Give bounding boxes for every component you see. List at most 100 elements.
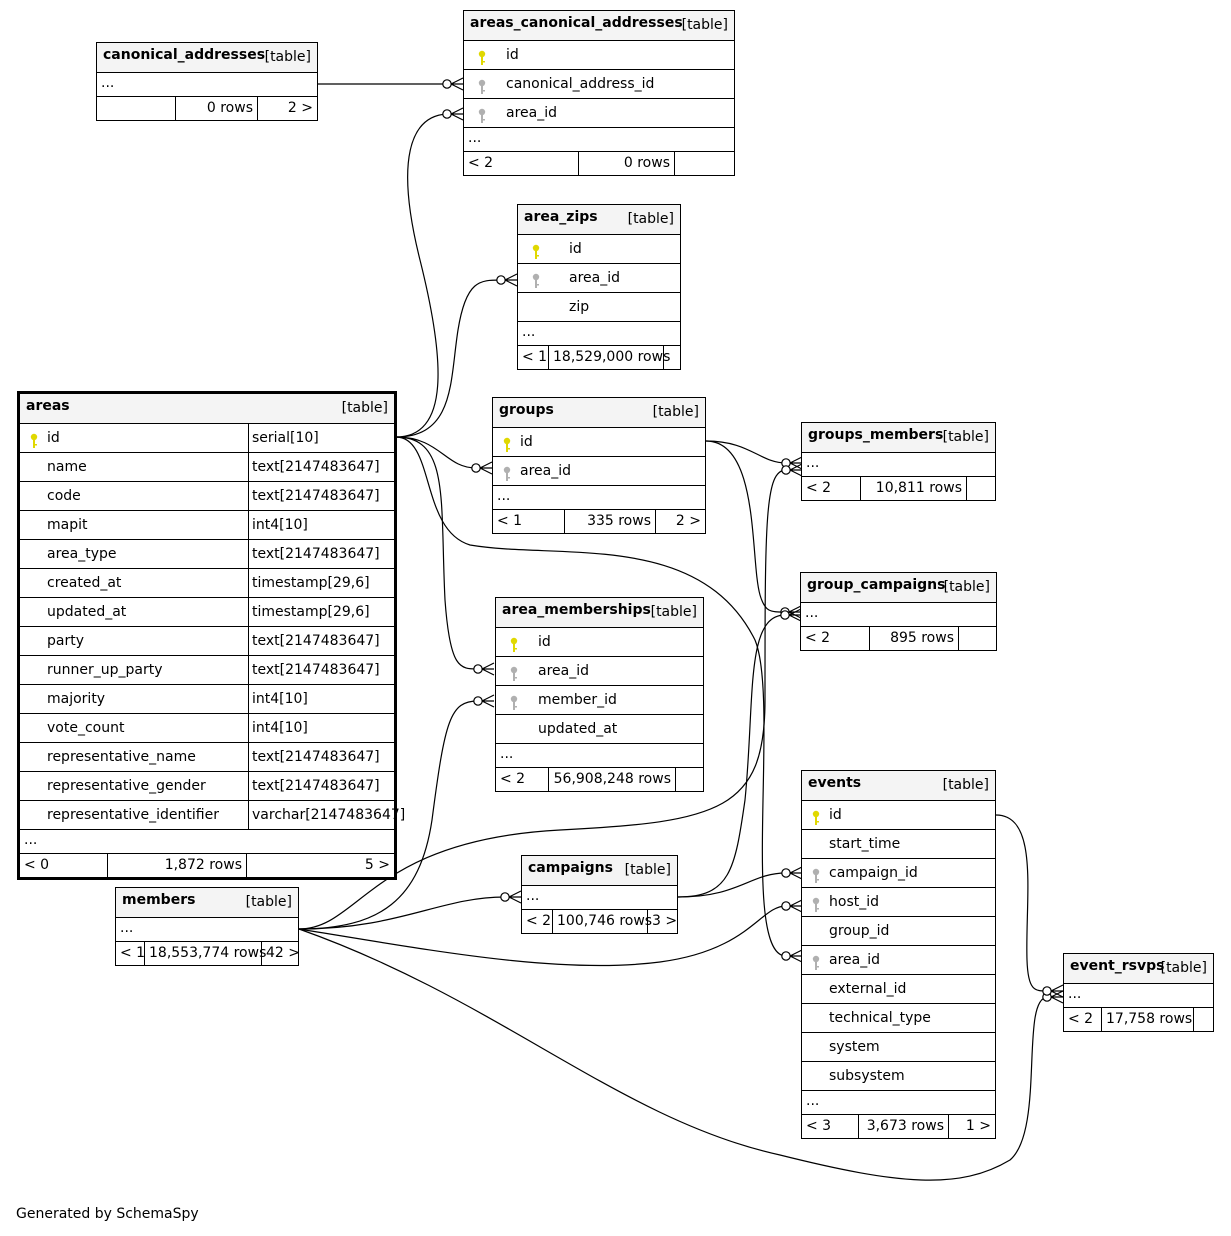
- more-columns[interactable]: ...: [116, 917, 298, 941]
- column-row[interactable]: id: [493, 427, 705, 456]
- column-row[interactable]: member_id: [496, 685, 703, 714]
- children-link[interactable]: 5 >: [364, 857, 390, 873]
- table-name[interactable]: areas_canonical_addresses: [470, 15, 683, 31]
- table-name[interactable]: events: [808, 775, 862, 791]
- parents-link[interactable]: < 2: [526, 913, 552, 929]
- more-columns[interactable]: ...: [464, 127, 734, 151]
- children-link[interactable]: 42 >: [266, 945, 300, 961]
- column-row[interactable]: zip: [518, 292, 680, 321]
- table-name[interactable]: members: [122, 892, 196, 908]
- parents-link[interactable]: < 2: [468, 155, 494, 171]
- table-name[interactable]: event_rsvps: [1070, 958, 1165, 974]
- column-row[interactable]: id: [802, 800, 995, 829]
- column-row[interactable]: technical_type: [802, 1003, 995, 1032]
- column-row[interactable]: host_id: [802, 887, 995, 916]
- table-header[interactable]: group_campaigns[table]: [801, 573, 996, 602]
- children-link[interactable]: [1194, 1008, 1213, 1031]
- parents-link[interactable]: < 2: [805, 630, 831, 646]
- children-link[interactable]: 2 >: [675, 513, 701, 529]
- table-header[interactable]: groups[table]: [493, 398, 705, 427]
- parents-link[interactable]: < 1: [522, 349, 548, 365]
- table-header[interactable]: event_rsvps[table]: [1064, 954, 1213, 983]
- column-row[interactable]: id: [464, 40, 734, 69]
- column-row[interactable]: group_id: [802, 916, 995, 945]
- table-header[interactable]: area_memberships[table]: [496, 598, 703, 627]
- children-link[interactable]: [676, 768, 703, 791]
- parents-link[interactable]: < 2: [806, 480, 832, 496]
- parents-link[interactable]: < 2: [1068, 1011, 1094, 1027]
- parents-link[interactable]: < 2: [500, 771, 526, 787]
- table-name[interactable]: campaigns: [528, 860, 613, 876]
- table-name[interactable]: groups: [499, 402, 554, 418]
- table-header[interactable]: events[table]: [802, 771, 995, 800]
- column-row[interactable]: area_id: [493, 456, 705, 485]
- table-header[interactable]: groups_members[table]: [802, 423, 995, 452]
- children-link[interactable]: 3 >: [652, 913, 678, 929]
- more-columns[interactable]: ...: [20, 829, 394, 853]
- column-row[interactable]: external_id: [802, 974, 995, 1003]
- children-link[interactable]: 1 >: [965, 1118, 991, 1134]
- table-name[interactable]: area_zips: [524, 209, 598, 225]
- more-columns[interactable]: ...: [97, 72, 317, 96]
- column-row[interactable]: id: [496, 627, 703, 656]
- more-columns[interactable]: ...: [802, 452, 995, 476]
- column-row[interactable]: area_id: [802, 945, 995, 974]
- column-row[interactable]: start_time: [802, 829, 995, 858]
- table-header[interactable]: area_zips[table]: [518, 205, 680, 234]
- table-header[interactable]: canonical_addresses[table]: [97, 43, 317, 72]
- children-link[interactable]: [967, 477, 995, 500]
- more-columns[interactable]: ...: [518, 321, 680, 345]
- more-columns[interactable]: ...: [801, 602, 996, 626]
- column-row[interactable]: campaign_id: [802, 858, 995, 887]
- children-link[interactable]: [959, 627, 996, 650]
- table-header[interactable]: areas[table]: [20, 394, 394, 423]
- table-name[interactable]: canonical_addresses: [103, 47, 266, 63]
- more-columns[interactable]: ...: [496, 743, 703, 767]
- column-row[interactable]: area_id: [496, 656, 703, 685]
- table-name[interactable]: areas: [26, 398, 70, 414]
- children-link[interactable]: 2 >: [287, 100, 313, 116]
- parents-link[interactable]: < 0: [24, 857, 50, 873]
- parents-link[interactable]: < 1: [497, 513, 523, 529]
- parents-link[interactable]: [97, 97, 175, 120]
- table-name[interactable]: group_campaigns: [807, 577, 946, 593]
- more-columns[interactable]: ...: [493, 485, 705, 509]
- column-row[interactable]: updated_at: [496, 714, 703, 743]
- children-link[interactable]: [664, 346, 680, 369]
- column-row[interactable]: system: [802, 1032, 995, 1061]
- column-row[interactable]: area_id: [464, 98, 734, 127]
- table-header[interactable]: campaigns[table]: [522, 856, 677, 885]
- table-name[interactable]: area_memberships: [502, 602, 651, 618]
- column-row[interactable]: area_id: [518, 263, 680, 292]
- column-row[interactable]: subsystem: [802, 1061, 995, 1090]
- parents-link[interactable]: < 3: [806, 1118, 832, 1134]
- children-link[interactable]: [675, 152, 734, 175]
- table-name[interactable]: groups_members: [808, 427, 944, 443]
- table-header[interactable]: members[table]: [116, 888, 298, 917]
- column-row[interactable]: id: [518, 234, 680, 263]
